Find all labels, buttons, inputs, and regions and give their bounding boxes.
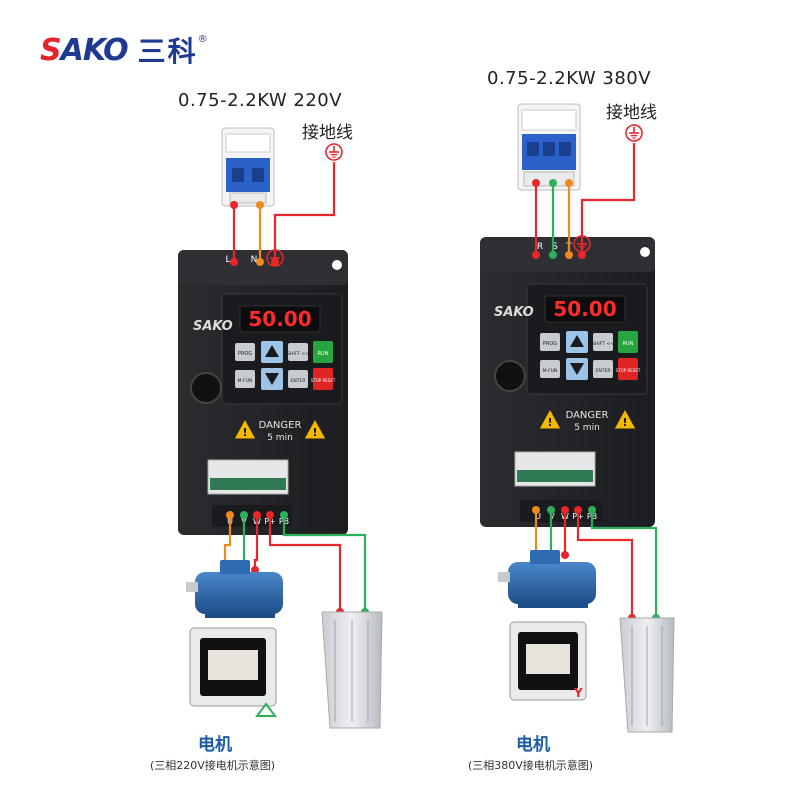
left-display: 50.00 — [248, 307, 311, 331]
key-run-right: RUN — [623, 341, 634, 347]
right-term-U: U — [535, 512, 541, 521]
left-motor-title: 电机 — [198, 735, 232, 755]
right-danger-time: 5 min — [574, 423, 600, 433]
left-breaker — [221, 127, 275, 207]
key-stop-right: STOP RESET — [616, 368, 641, 373]
left-motor-note: (三相220V接电机示意图) — [150, 759, 276, 772]
left-ground-label: 接地线 — [302, 123, 353, 143]
left-term-L: L — [225, 255, 230, 265]
right-breaker — [517, 103, 581, 191]
left-spec: 0.75-2.2KW 220V — [178, 90, 343, 111]
brand-latin: SAKO — [40, 32, 129, 68]
left-ground-icon — [325, 143, 343, 161]
right-term-S: S — [552, 242, 558, 252]
right-term-R: R — [537, 242, 543, 252]
right-danger-text: DANGER — [566, 410, 609, 421]
key-run-left: RUN — [318, 351, 329, 357]
right-ground-icon — [625, 124, 643, 142]
key-enter-left: ENTER — [291, 378, 306, 384]
right-motor-title: 电机 — [516, 735, 550, 755]
key-mfun-left: M-FUN — [238, 378, 253, 384]
left-danger-time: 5 min — [267, 433, 293, 443]
right-motor — [498, 550, 596, 608]
right-star-mark: Y — [573, 686, 583, 700]
left-motor-terminal-box — [189, 627, 277, 707]
right-inverter-logo: SAKO — [494, 305, 534, 320]
right-motor-terminal-box — [509, 621, 587, 701]
key-enter-right: ENTER — [596, 368, 611, 374]
left-term-N: N — [251, 255, 258, 265]
right-spec: 0.75-2.2KW 380V — [487, 68, 652, 89]
key-stop-left: STOP RESET — [311, 378, 336, 383]
key-prog-left: PROG — [238, 351, 252, 357]
registered-mark: ® — [197, 34, 208, 45]
left-brake-resistor — [321, 611, 383, 729]
key-shift-right: SHIFT << — [592, 341, 614, 347]
right-ground-label: 接地线 — [606, 103, 657, 123]
key-mfun-right: M-FUN — [543, 368, 558, 374]
right-input-wires — [534, 143, 636, 255]
left-inverter: 50.00 SAKO PROG SHIFT << RUN M-FUN ENTER… — [178, 250, 348, 535]
brand-chinese: 三科 — [137, 35, 198, 68]
left-motor — [186, 560, 283, 618]
right-brake-resistor — [619, 617, 675, 733]
right-display: 50.00 — [553, 297, 616, 321]
right-term-V: V — [549, 512, 555, 521]
brand-logo: SAKO 三科 ® — [40, 30, 208, 70]
left-input-wires — [232, 162, 336, 262]
right-inverter: 50.00 SAKO PROG SHIFT << RUN M-FUN ENTER… — [480, 237, 655, 527]
key-shift-left: SHIFT << — [287, 351, 309, 357]
left-danger-text: DANGER — [259, 420, 302, 431]
key-prog-right: PROG — [543, 341, 557, 347]
left-inverter-logo: SAKO — [193, 319, 233, 334]
right-motor-note: (三相380V接电机示意图) — [468, 759, 594, 772]
